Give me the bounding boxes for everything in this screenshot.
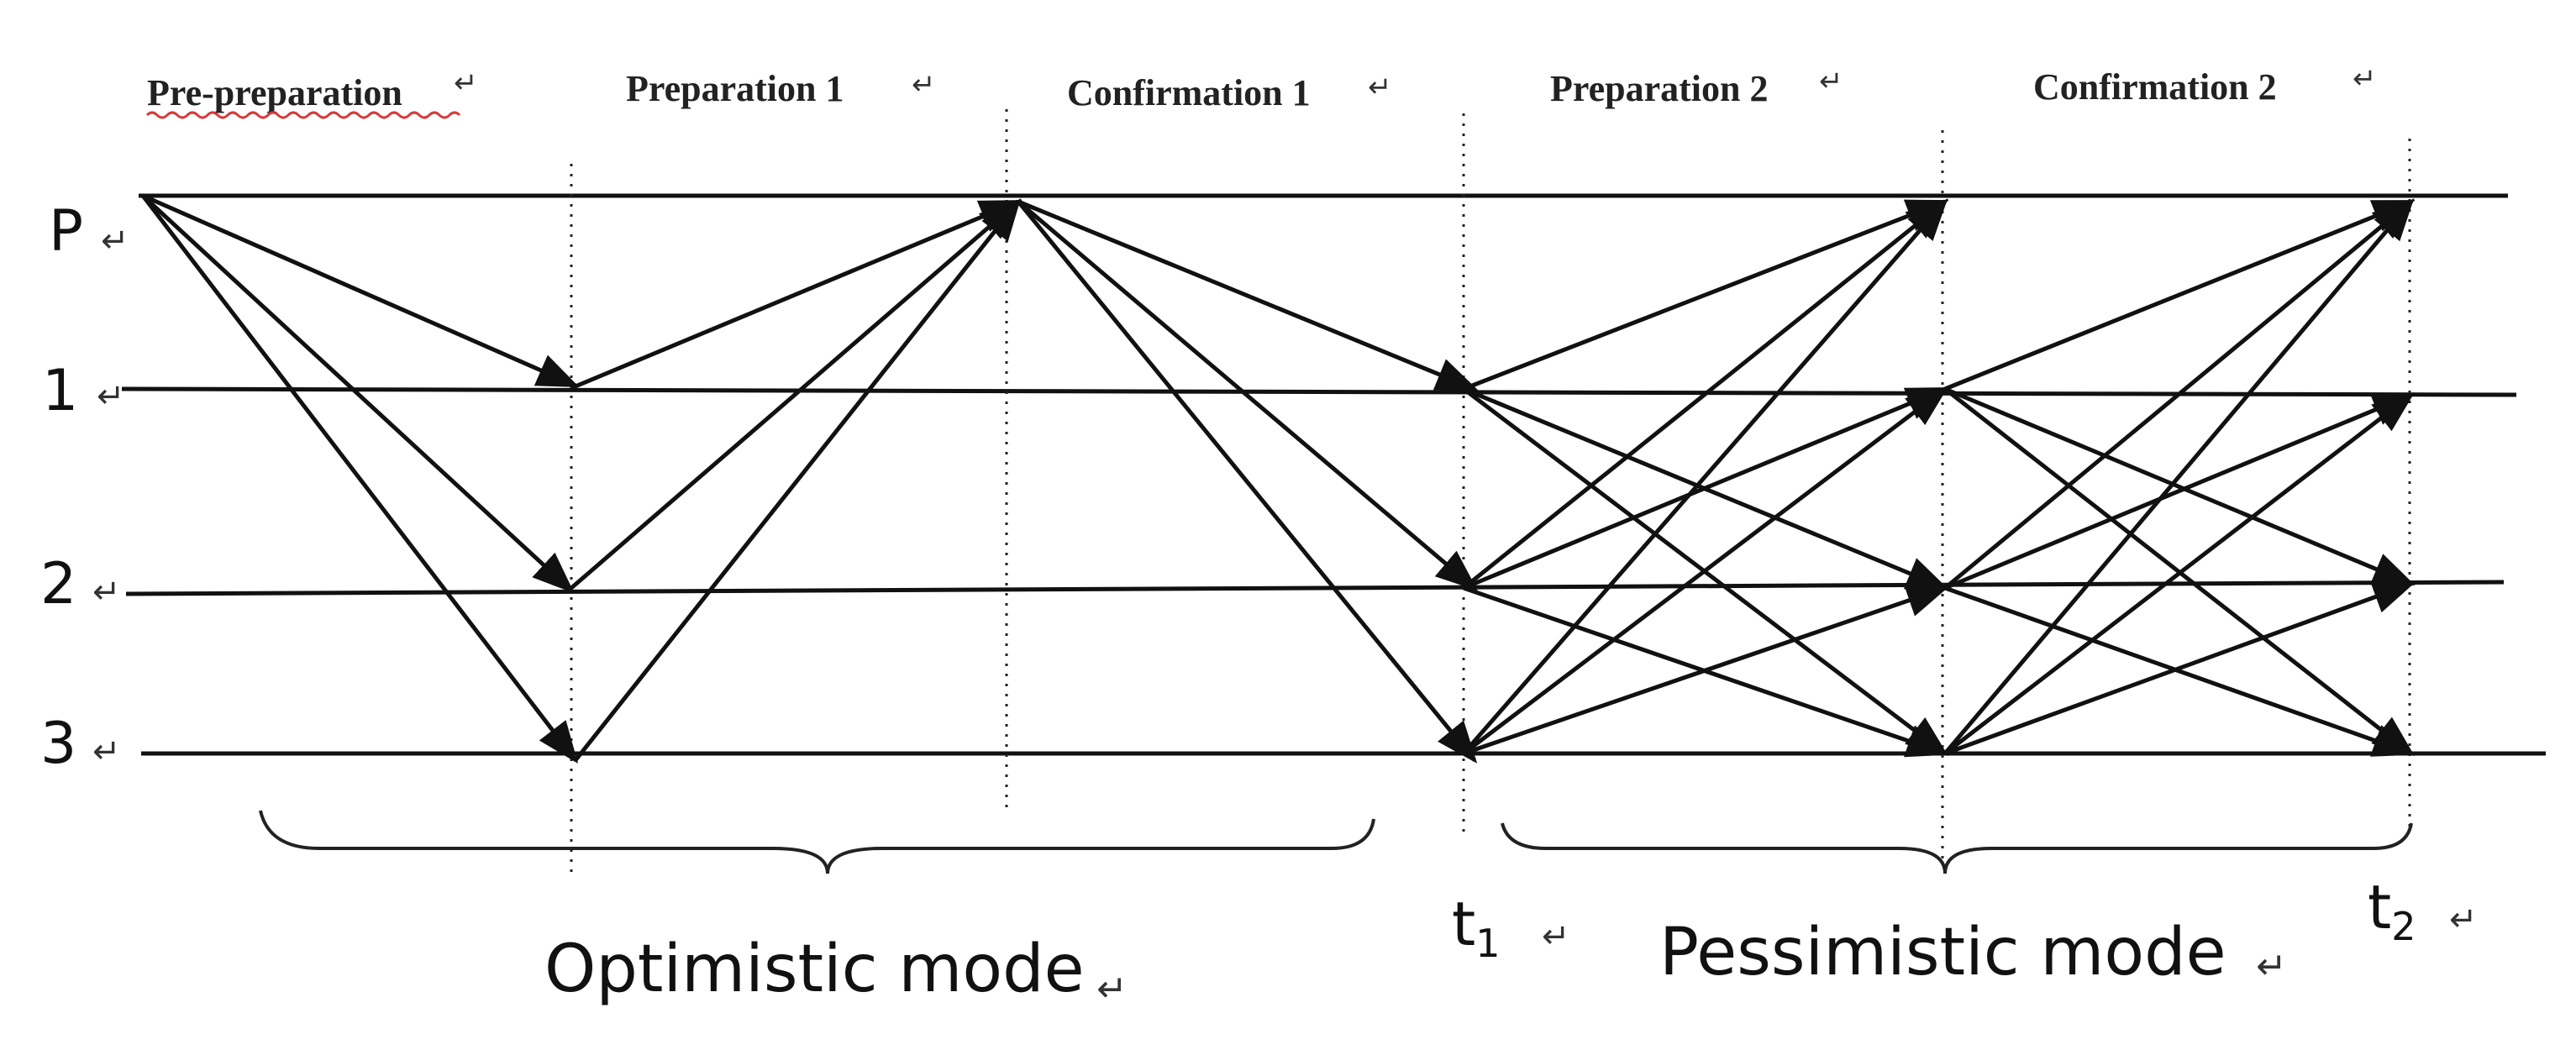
phase-label-confirmation-2: Confirmation 2 (2033, 66, 2277, 108)
message-arrow (1944, 199, 2416, 391)
message-arrow (1943, 198, 2415, 755)
message-arrow (141, 194, 579, 764)
optimistic-mode-label: Optimistic mode (544, 932, 1085, 1007)
message-arrow (1017, 200, 1478, 764)
paragraph-marks: ↵ ↵ ↵ ↵ ↵ ↵ ↵ ↵ ↵ ↵ ↵ ↵ ↵ (92, 62, 2478, 1011)
message-arrow (1944, 386, 2416, 586)
return-mark: ↵ (2256, 945, 2287, 988)
optimistic-mode-brace (259, 810, 1375, 874)
return-mark: ↵ (97, 377, 125, 416)
return-mark: ↵ (2353, 62, 2377, 96)
message-arrow (1943, 387, 2415, 757)
return-mark: ↵ (454, 66, 478, 100)
message-arrow (141, 194, 575, 594)
return-mark: ↵ (1542, 917, 1570, 956)
message-arrow (574, 198, 1022, 762)
time-marker-t1: t1 (1452, 889, 1501, 966)
phase-label-pre-preparation: Pre-preparation (147, 72, 402, 113)
return-mark: ↵ (92, 573, 121, 612)
node-label-1: 1 (42, 358, 78, 424)
node-label-2: 2 (40, 551, 76, 617)
message-arrow (1463, 199, 1949, 391)
phase-label-preparation-1: Preparation 1 (626, 68, 844, 109)
return-mark: ↵ (912, 68, 936, 102)
message-arrow (1017, 199, 1479, 391)
message-arrow (1463, 386, 1949, 591)
message-arrow (1943, 391, 2415, 755)
time-marker-t2: t2 (2368, 872, 2416, 949)
spellcheck-underline (145, 111, 461, 119)
message-arrow (1944, 392, 2416, 591)
message-arrow (1463, 585, 1949, 758)
node-label-3: 3 (40, 711, 76, 777)
return-mark: ↵ (1096, 968, 1128, 1011)
pessimistic-mode-label: Pessimistic mode (1659, 915, 2226, 990)
phase-label-preparation-2: Preparation 2 (1550, 68, 1769, 109)
message-arrow (1943, 198, 2415, 590)
message-arrow (1462, 387, 1948, 757)
phase-label-confirmation-1: Confirmation 1 (1067, 72, 1311, 113)
message-arrow (141, 193, 580, 388)
timeline-2 (125, 580, 2505, 596)
return-mark: ↵ (1368, 71, 1392, 104)
message-arrow (1462, 198, 1948, 755)
message-arrow (1017, 200, 1478, 591)
message-arrow (570, 199, 1023, 391)
return-mark: ↵ (1819, 65, 1843, 98)
node-label-p: P (49, 198, 83, 265)
pessimistic-mode-brace (1501, 822, 2413, 874)
timeline-1 (121, 386, 2517, 397)
message-arrow (570, 198, 1022, 590)
message-arrow (1462, 198, 1948, 590)
return-mark: ↵ (2449, 900, 2478, 939)
message-arrow (1944, 585, 2416, 757)
return-mark: ↵ (92, 732, 121, 771)
return-mark: ↵ (101, 222, 129, 260)
